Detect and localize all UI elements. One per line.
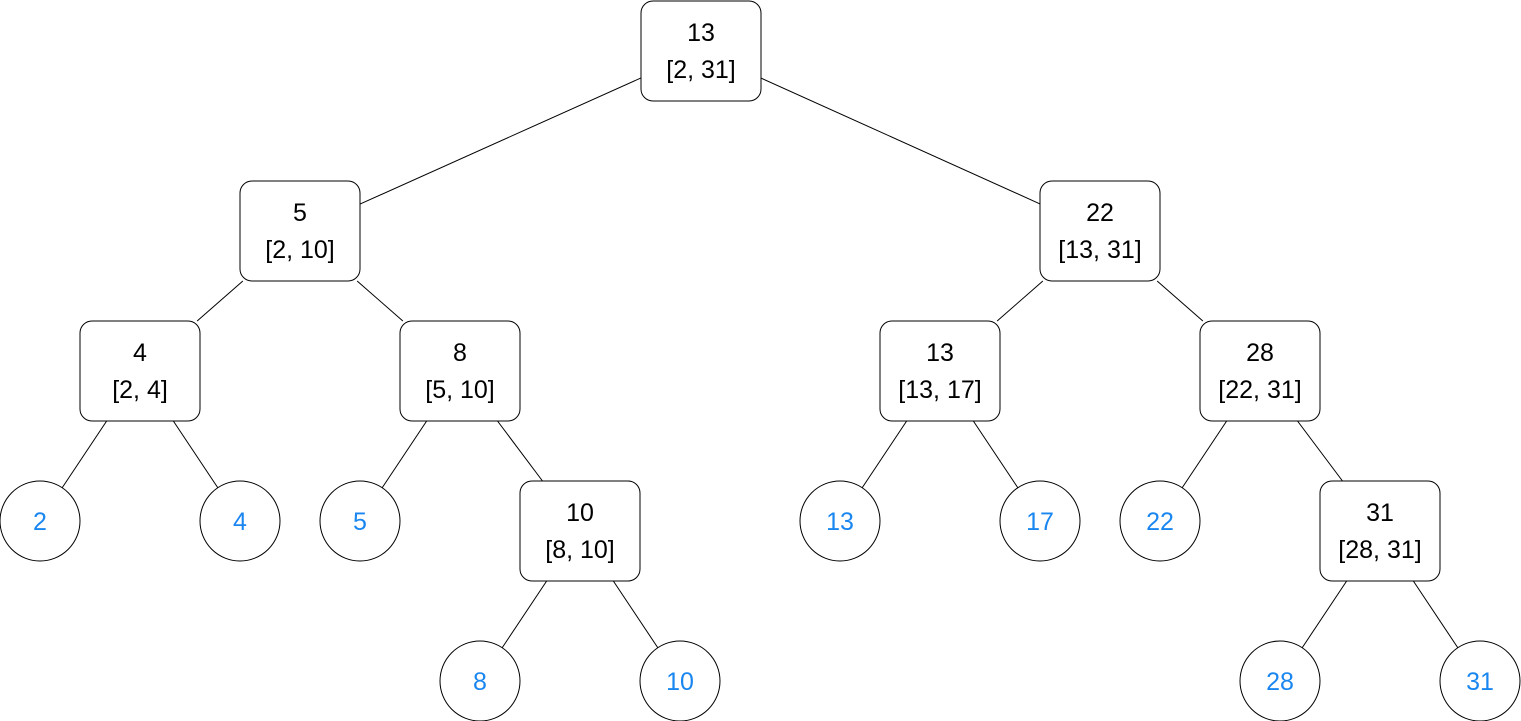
edge-n5-n8 xyxy=(356,280,404,322)
node-key: 28 xyxy=(1246,339,1274,367)
node-box xyxy=(879,320,1001,422)
leaf-circle xyxy=(319,480,401,562)
edge-n4-l2 xyxy=(61,420,108,488)
node-range: [5, 10] xyxy=(425,376,495,404)
node-key: 13 xyxy=(687,19,715,47)
node-range: [2, 31] xyxy=(666,56,736,84)
node-key: 31 xyxy=(1366,499,1394,527)
leaf-circle xyxy=(1439,640,1521,721)
edge-n8-l5 xyxy=(381,420,428,488)
node-key: 8 xyxy=(453,339,467,367)
leaf-node: 22 xyxy=(1119,480,1201,562)
leaf-node: 2 xyxy=(0,480,81,562)
leaf-value: 2 xyxy=(33,508,47,536)
node-range: [28, 31] xyxy=(1338,536,1421,564)
leaf-circle xyxy=(1119,480,1201,562)
node-range: [13, 31] xyxy=(1058,236,1141,264)
node-range: [8, 10] xyxy=(545,536,615,564)
leaf-node: 13 xyxy=(799,480,881,562)
edge-n13-n5 xyxy=(359,77,642,205)
internal-node: 4 [2, 4] xyxy=(79,320,201,422)
node-range: [2, 10] xyxy=(265,236,335,264)
edge-n10-l10 xyxy=(612,580,659,648)
leaf-node: 28 xyxy=(1239,640,1321,721)
leaf-node: 4 xyxy=(199,480,281,562)
node-range: [13, 17] xyxy=(898,376,981,404)
leaf-circle xyxy=(199,480,281,562)
edge-n22-n28 xyxy=(1156,280,1204,322)
leaf-circle xyxy=(799,480,881,562)
edge-n5-n4 xyxy=(196,280,244,322)
node-key: 13 xyxy=(926,339,954,367)
edge-n28-n31 xyxy=(1297,420,1343,482)
leaf-node: 31 xyxy=(1439,640,1521,721)
leaf-circle xyxy=(999,480,1081,562)
leaf-node: 5 xyxy=(319,480,401,562)
edge-n22-n13b xyxy=(996,280,1044,322)
internal-node: 10 [8, 10] xyxy=(519,480,641,582)
node-key: 22 xyxy=(1086,199,1114,227)
internal-node: 22 [13, 31] xyxy=(1039,180,1161,282)
leaf-value: 17 xyxy=(1026,508,1054,536)
node-box xyxy=(239,180,361,282)
leaf-value: 5 xyxy=(353,508,367,536)
edge-n13-n22 xyxy=(760,77,1041,205)
leaf-value: 4 xyxy=(233,508,247,536)
leaf-node: 17 xyxy=(999,480,1081,562)
edge-n8-n10 xyxy=(497,420,543,482)
node-box xyxy=(1319,480,1441,582)
tree-edges xyxy=(61,77,1459,648)
node-box xyxy=(399,320,521,422)
leaf-node: 10 xyxy=(639,640,721,721)
internal-node: 5 [2, 10] xyxy=(239,180,361,282)
node-key: 5 xyxy=(293,199,307,227)
edge-n31-l31 xyxy=(1412,580,1459,648)
leaf-circle xyxy=(0,480,81,562)
leaf-circle xyxy=(1239,640,1321,721)
node-key: 4 xyxy=(133,339,147,367)
node-range: [2, 4] xyxy=(112,376,168,404)
leaf-value: 10 xyxy=(666,668,694,696)
leaf-circle xyxy=(439,640,521,721)
node-box xyxy=(1039,180,1161,282)
edge-n13b-l17 xyxy=(972,420,1019,488)
node-box xyxy=(79,320,201,422)
edge-n31-l28 xyxy=(1301,580,1348,648)
node-box xyxy=(519,480,641,582)
edge-n4-l4 xyxy=(172,420,219,488)
leaf-value: 13 xyxy=(826,508,854,536)
edge-n13b-l13 xyxy=(861,420,908,488)
leaf-value: 8 xyxy=(473,668,487,696)
internal-node: 13 [2, 31] xyxy=(640,0,762,102)
internal-node: 13 [13, 17] xyxy=(879,320,1001,422)
node-range: [22, 31] xyxy=(1218,376,1301,404)
internal-node: 28 [22, 31] xyxy=(1199,320,1321,422)
leaf-circle xyxy=(639,640,721,721)
edge-n10-l8 xyxy=(501,580,548,648)
internal-node: 8 [5, 10] xyxy=(399,320,521,422)
node-box xyxy=(640,0,762,102)
leaf-value: 31 xyxy=(1466,668,1494,696)
leaf-node: 8 xyxy=(439,640,521,721)
node-key: 10 xyxy=(566,499,594,527)
internal-node: 31 [28, 31] xyxy=(1319,480,1441,582)
node-box xyxy=(1199,320,1321,422)
edge-n28-l22 xyxy=(1181,420,1228,488)
leaf-value: 22 xyxy=(1146,508,1174,536)
leaf-value: 28 xyxy=(1266,668,1294,696)
